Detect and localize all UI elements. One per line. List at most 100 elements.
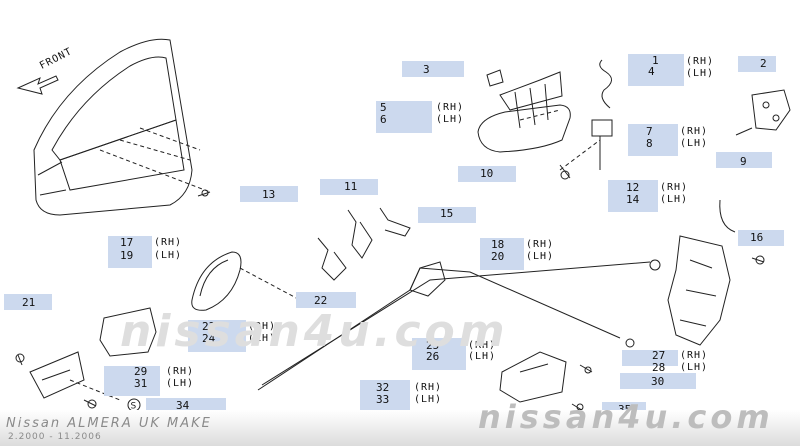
callout-9: 9	[740, 155, 747, 168]
rh-label-25: (RH)	[468, 340, 497, 351]
lock-rod-bracket	[499, 351, 567, 403]
callout-3-box	[402, 61, 464, 77]
callout-5-box	[376, 101, 432, 117]
callout-10: 10	[480, 167, 494, 180]
bolts	[15, 164, 765, 413]
footer-dates: 2.2000 - 11.2006	[8, 432, 102, 442]
callout-34: 34	[176, 399, 190, 412]
callout-19: 19	[120, 249, 134, 262]
rh-label-17: (RH)	[154, 237, 183, 248]
rh-label-32: (RH)	[414, 382, 443, 393]
callout-22-box	[296, 292, 356, 308]
footer-band	[0, 410, 800, 446]
rh-label-27: (RH)	[680, 350, 709, 361]
callout-13: 13	[262, 188, 276, 201]
lh-label-26: (LH)	[468, 351, 497, 362]
callout-26: 26	[426, 350, 440, 363]
callout-2: 2	[760, 57, 767, 70]
callout-13-box	[240, 186, 298, 202]
footer-model: Nissan ALMERA UK MAKE	[6, 416, 212, 431]
callout-8: 8	[646, 137, 653, 150]
callout-23-box	[188, 320, 246, 336]
callout-16-box	[738, 230, 784, 246]
callout-25-box	[412, 338, 466, 354]
callout-12: 12	[626, 181, 640, 194]
watermark-footer: nissan4u.com	[478, 398, 774, 436]
rod-clips	[317, 207, 411, 281]
callout-4-box	[628, 70, 684, 86]
callout-20: 20	[491, 250, 505, 263]
control-rods	[257, 261, 651, 391]
callout-1: 1	[652, 54, 659, 67]
callout-21: 21	[22, 296, 36, 309]
key-cylinder	[591, 119, 613, 170]
callout-27: 27	[652, 349, 666, 362]
callout-15-box	[418, 207, 476, 223]
callout-29-box	[104, 366, 160, 382]
callout-20-box	[480, 254, 524, 270]
rh-label-1: (RH)	[686, 56, 715, 67]
door-shell	[33, 38, 193, 216]
callout-30-box	[620, 373, 696, 389]
callout-19-box	[108, 252, 152, 268]
callout-24: 24	[202, 332, 216, 345]
callout-25: 25	[426, 339, 440, 352]
callout-1-box	[628, 54, 684, 70]
lock-knob	[29, 351, 85, 399]
callout-31: 31	[134, 377, 148, 390]
handle-escutcheon	[191, 251, 242, 311]
callout-29: 29	[134, 365, 148, 378]
callout-7: 7	[646, 125, 653, 138]
callout-11-box	[320, 179, 378, 195]
callout-6-box	[376, 117, 432, 133]
front-arrow-icon	[16, 75, 59, 95]
callout-5: 5	[380, 101, 387, 114]
callout-2-box	[738, 56, 776, 72]
hinge-bracket	[735, 89, 791, 136]
callout-28: 28	[652, 361, 666, 374]
lh-label-8: (LH)	[680, 138, 709, 149]
watermark-center: nissan4u.com	[120, 306, 509, 357]
callout-30: 30	[651, 375, 665, 388]
callout-11: 11	[344, 180, 358, 193]
callout-7-box	[628, 124, 678, 140]
lh-label-4: (LH)	[686, 68, 715, 79]
callout-17-box	[108, 236, 152, 252]
callout-16: 16	[750, 231, 764, 244]
callout-8-box	[628, 140, 678, 156]
callout-22: 22	[314, 294, 328, 307]
lh-label-6: (LH)	[436, 114, 465, 125]
callout-31-box	[104, 380, 160, 396]
rh-label-7: (RH)	[680, 126, 709, 137]
rh-label-29: (RH)	[166, 366, 195, 377]
callout-12-box	[608, 180, 658, 196]
callout-26-box	[412, 354, 466, 370]
callout-10-box	[458, 166, 516, 182]
rh-label-18: (RH)	[526, 239, 555, 250]
callout-9-box	[716, 152, 772, 168]
lh-label-33: (LH)	[414, 394, 443, 405]
callout-33: 33	[376, 393, 390, 406]
callout-18: 18	[491, 238, 505, 251]
svg-text:S: S	[131, 402, 137, 412]
callout-4: 4	[648, 65, 655, 78]
inside-handle	[99, 307, 157, 357]
callout-27-box	[622, 350, 678, 366]
lh-label-20: (LH)	[526, 251, 555, 262]
rod-right	[719, 199, 736, 233]
callout-14: 14	[626, 193, 640, 206]
callout-17: 17	[120, 236, 134, 249]
callout-21-box	[4, 294, 52, 310]
lh-label-28: (LH)	[680, 362, 709, 373]
callout-3: 3	[423, 63, 430, 76]
callout-15: 15	[440, 207, 454, 220]
callout-23: 23	[202, 320, 216, 333]
outside-door-handle	[477, 69, 571, 153]
rh-label-23: (RH)	[248, 321, 277, 332]
guide-lines	[69, 109, 601, 401]
callout-32: 32	[376, 381, 390, 394]
lh-label-19: (LH)	[154, 250, 183, 261]
callout-32-box	[360, 380, 410, 396]
